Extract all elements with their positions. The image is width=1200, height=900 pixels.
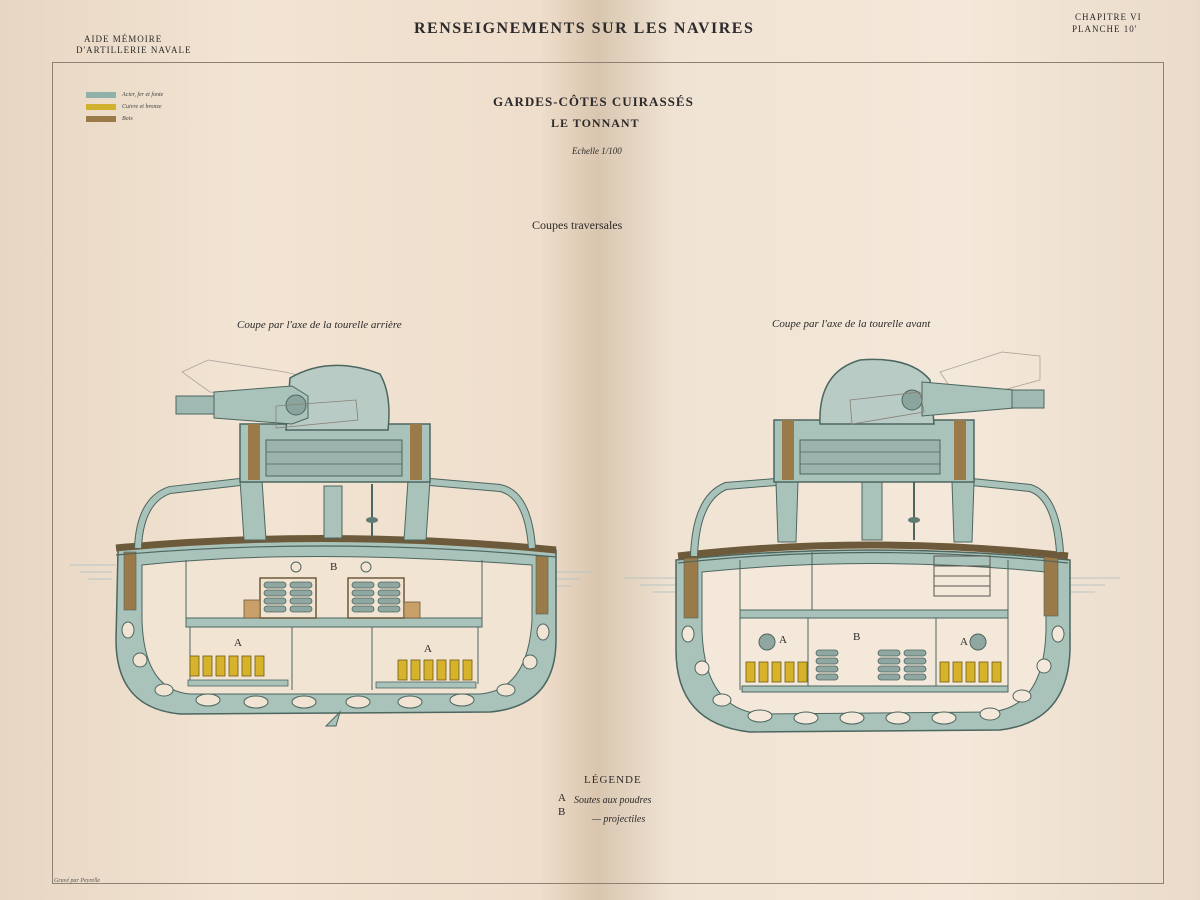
key-row-bronze: Cuivre et bronze (86, 104, 162, 110)
header-right-line2: PLANCHE 10' (1072, 24, 1138, 34)
plate-subtitle: Coupes traversales (532, 218, 623, 232)
engraver-credit: Gravé par Peyrelle (54, 878, 101, 884)
right-letter-b: B (853, 631, 861, 643)
key-label-bronze: Cuivre et bronze (122, 104, 162, 110)
right-waterline (624, 577, 1120, 593)
plate-ship-name: LE TONNANT (551, 116, 640, 130)
header-left-line2: D'ARTILLERIE NAVALE (76, 45, 192, 55)
key-row-steel: Acier, fer et fonte (86, 92, 163, 98)
right-letter-a1: A (779, 634, 787, 646)
header-right-line1: CHAPITRE VI (1075, 12, 1142, 22)
key-label-wood: Bois (122, 116, 133, 122)
wood-swatch (86, 116, 116, 122)
plate-title: GARDES-CÔTES CUIRASSÉS (493, 94, 694, 109)
header-title: RENSEIGNEMENTS SUR LES NAVIRES (414, 20, 755, 37)
legend-text-a: Soutes aux poudres (574, 795, 652, 806)
plate-scale: Echelle 1/100 (572, 146, 622, 156)
header-left-line1: AIDE MÉMOIRE (84, 34, 163, 44)
legend-letter-a: A (558, 792, 566, 804)
left-waterline (70, 564, 592, 587)
left-letter-a1: A (234, 637, 242, 649)
key-row-wood: Bois (86, 116, 133, 122)
legend-title: LÉGENDE (584, 774, 642, 786)
left-section-caption: Coupe par l'axe de la tourelle arrière (237, 319, 402, 331)
key-label-steel: Acier, fer et fonte (122, 92, 164, 98)
legend-letter-b: B (558, 806, 566, 818)
bronze-swatch (86, 104, 116, 110)
plate-border (52, 62, 1164, 884)
right-letter-a2: A (960, 636, 968, 648)
legend-text-b: — projectiles (592, 814, 646, 825)
left-cross-section (115, 359, 557, 727)
right-section-caption: Coupe par l'axe de la tourelle avant (772, 318, 931, 330)
steel-swatch (86, 92, 116, 98)
left-letter-b: B (330, 561, 338, 573)
left-letter-a2: A (424, 643, 432, 655)
right-cross-section (675, 351, 1071, 733)
